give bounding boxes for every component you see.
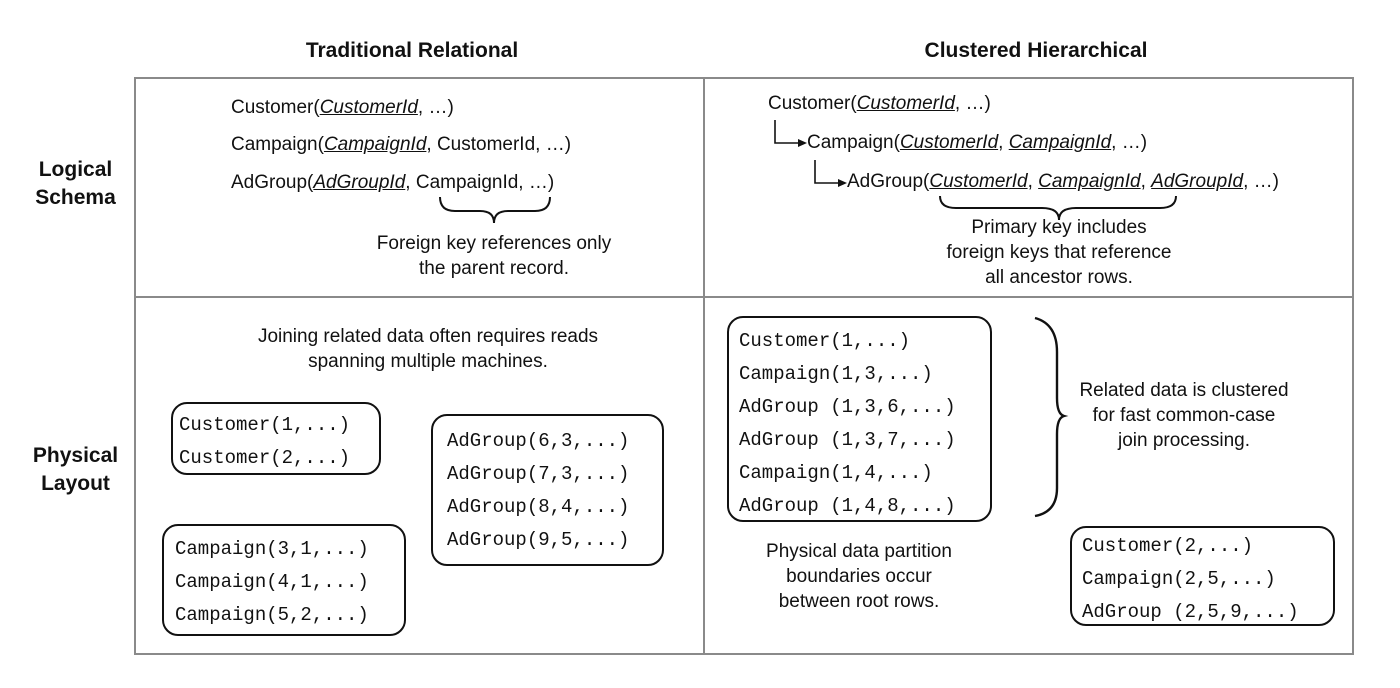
partition-box-campaigns: Campaign(3,1,...) Campaign(4,1,...) Camp… xyxy=(162,524,406,636)
record-row: Customer(1,...) xyxy=(739,330,911,352)
primary-key: CampaignId xyxy=(1038,171,1141,192)
record-row: Campaign(3,1,...) xyxy=(175,538,369,560)
record-row: Campaign(5,2,...) xyxy=(175,604,369,626)
relational-customer-schema: Customer(CustomerId, …) xyxy=(231,97,454,118)
cluster-brace xyxy=(1034,316,1069,518)
arrowhead-icon xyxy=(838,179,847,187)
hierarchical-customer-schema: Customer(CustomerId, …) xyxy=(768,93,991,114)
foreign-key-brace xyxy=(439,196,551,224)
record-row: AdGroup (2,5,9,...) xyxy=(1082,601,1299,623)
primary-key: AdGroupId xyxy=(313,172,406,193)
grid-line-left xyxy=(134,77,136,655)
primary-key: CampaignId xyxy=(323,134,427,155)
relational-schema-note: Foreign key references only the parent r… xyxy=(376,233,612,279)
record-row: Campaign(4,1,...) xyxy=(175,571,369,593)
foreign-key: CampaignId xyxy=(415,172,519,193)
grid-line-right xyxy=(1352,77,1354,655)
grid-line-middle xyxy=(134,296,1354,298)
row-title-logical-schema: Logical Schema xyxy=(8,156,143,212)
primary-key: CustomerId xyxy=(929,171,1028,192)
record-row: AdGroup(7,3,...) xyxy=(447,463,630,485)
partition-boundary-note: Physical data partition boundaries occur… xyxy=(766,541,952,612)
record-row: Customer(1,...) xyxy=(179,414,351,436)
partition-box-customer-1: Customer(1,...) Campaign(1,3,...) AdGrou… xyxy=(727,316,992,522)
arrowhead-icon xyxy=(798,139,807,147)
hierarchical-schema-note: Primary key includes foreign keys that r… xyxy=(946,217,1172,288)
record-row: Customer(2,...) xyxy=(179,447,351,469)
row-title-line: Physical xyxy=(32,444,119,467)
row-title-line: Layout xyxy=(41,472,110,495)
hierarchical-campaign-schema: Campaign(CustomerId, CampaignId, …) xyxy=(807,132,1148,153)
primary-key: CustomerId xyxy=(319,97,418,118)
cluster-note: Related data is clustered for fast commo… xyxy=(1079,380,1289,451)
grid-line-top xyxy=(134,77,1354,79)
relational-campaign-schema: Campaign(CampaignId, CustomerId, …) xyxy=(231,134,572,155)
record-row: Customer(2,...) xyxy=(1082,535,1254,557)
record-row: AdGroup (1,3,6,...) xyxy=(739,396,956,418)
record-row: AdGroup(8,4,...) xyxy=(447,496,630,518)
partition-box-adgroups: AdGroup(6,3,...) AdGroup(7,3,...) AdGrou… xyxy=(431,414,664,566)
grid-line-center xyxy=(703,77,705,655)
record-row: Campaign(1,4,...) xyxy=(739,462,933,484)
record-row: AdGroup(6,3,...) xyxy=(447,430,630,452)
row-title-physical-layout: Physical Layout xyxy=(8,442,143,498)
column-title-hierarchical: Clustered Hierarchical xyxy=(924,39,1148,62)
column-title-relational: Traditional Relational xyxy=(305,39,519,62)
primary-key-brace xyxy=(939,195,1177,221)
row-title-line: Schema xyxy=(35,186,116,209)
primary-key: CustomerId xyxy=(899,132,999,153)
row-title-line: Logical xyxy=(38,158,113,181)
hierarchy-connector-adgroup xyxy=(814,160,840,184)
relational-adgroup-schema: AdGroup(AdGroupId, CampaignId, …) xyxy=(231,172,555,193)
hierarchical-adgroup-schema: AdGroup(CustomerId, CampaignId, AdGroupI… xyxy=(847,171,1279,192)
primary-key: AdGroupId xyxy=(1151,171,1244,192)
relational-layout-note: Joining related data often requires read… xyxy=(257,326,599,372)
record-row: AdGroup (1,4,8,...) xyxy=(739,495,956,517)
hierarchy-connector-campaign xyxy=(774,120,800,144)
record-row: AdGroup (1,3,7,...) xyxy=(739,429,956,451)
partition-box-customers: Customer(1,...) Customer(2,...) xyxy=(171,402,381,475)
record-row: AdGroup(9,5,...) xyxy=(447,529,630,551)
partition-box-customer-2: Customer(2,...) Campaign(2,5,...) AdGrou… xyxy=(1070,526,1335,626)
record-row: Campaign(1,3,...) xyxy=(739,363,933,385)
primary-key: CustomerId xyxy=(856,93,955,114)
grid-line-bottom xyxy=(134,653,1354,655)
record-row: Campaign(2,5,...) xyxy=(1082,568,1276,590)
primary-key: CampaignId xyxy=(1008,132,1112,153)
